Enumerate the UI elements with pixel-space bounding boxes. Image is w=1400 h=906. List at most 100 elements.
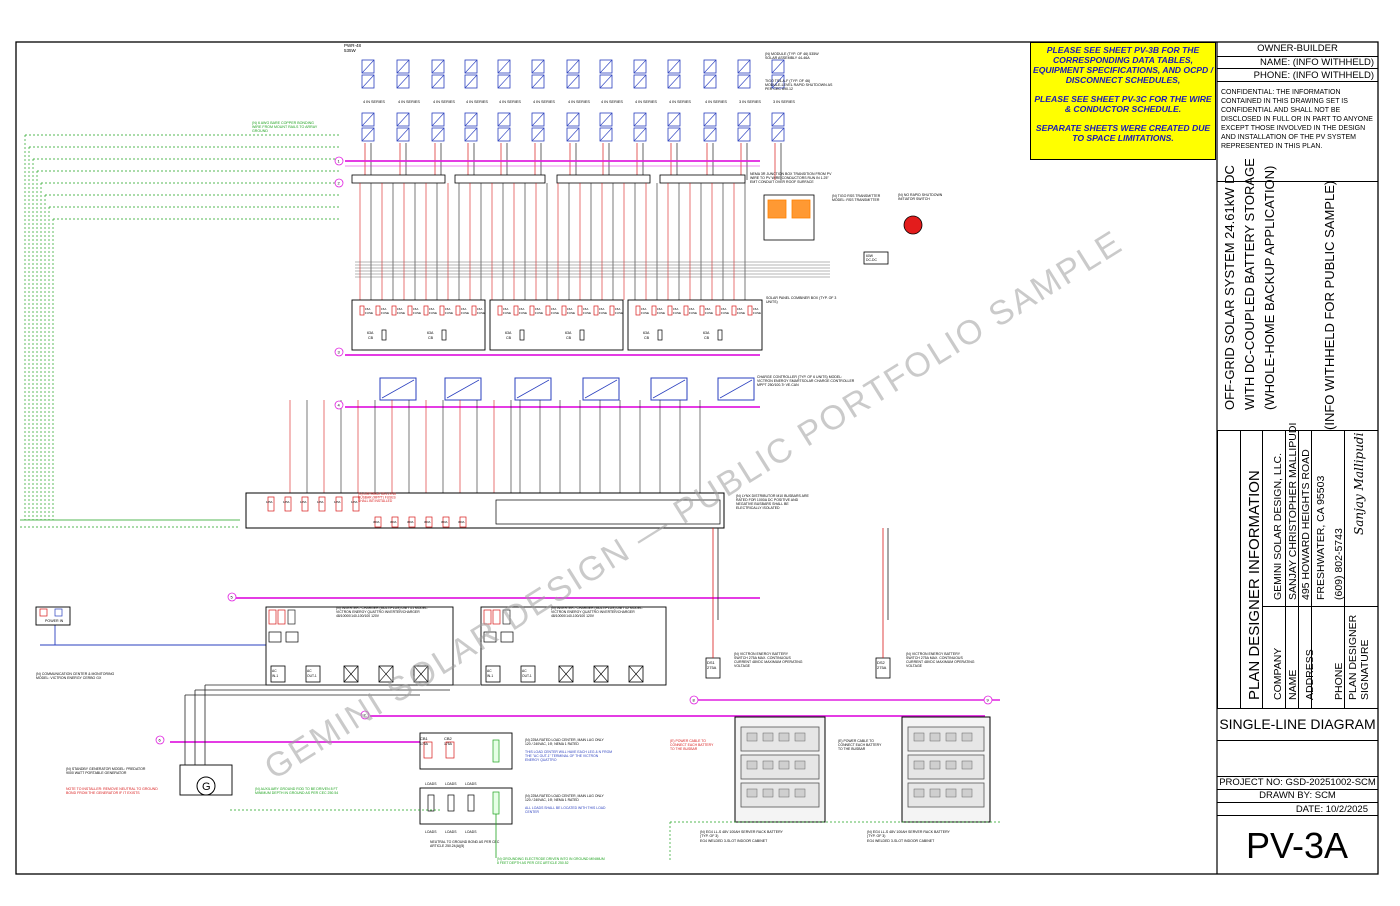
wire-tag-number-4: 4 [338,403,341,408]
breaker-rating: 63A [643,331,650,335]
battery-indicator [961,732,973,742]
pv-module-diag [633,59,647,74]
pv-module-diag [396,127,410,142]
battery-note-2: (N) EG4 LL-S 48V 100AH SERVER RACK BATTE… [867,830,951,838]
combiner-box-3 [627,299,763,351]
note-paragraph-2: PLEASE SEE SHEET PV-3C FOR THE WIRE & CO… [1034,94,1212,114]
phone-value: (609) 802-5743 [1333,528,1345,600]
fuse-label: FUSE [583,311,591,315]
inverter-fuse [442,516,450,528]
pv-module-diag [431,127,445,142]
battery-indicator [913,760,925,770]
dc-dc-label-2: DC-DC [866,258,877,262]
inverter-comm-port [500,631,514,643]
combiner-fuse [545,305,551,316]
sheet-border [15,41,1379,875]
company-label: COMPANY [1272,647,1284,700]
pv-module-diag [531,59,545,74]
combiner-fuse [593,305,599,316]
fuse-rating: 15A [503,307,508,311]
inverter-dc-terminal [502,609,511,625]
battery-indicator [746,788,758,798]
fuse-rating: 15A [753,307,758,311]
wire [343,665,359,683]
pv-module-diag [599,112,613,127]
distributor-fuse [284,496,292,512]
loads-label: LOADS [445,782,457,786]
combiner-fuse [651,305,657,316]
wire-tag-8 [689,695,699,705]
string-label: 4 IN SERIES [568,100,590,104]
inverter-comm-port [483,631,497,643]
cb2-rating: 175A [444,742,453,746]
combiner-fuse [455,305,461,316]
ac-in-label-2: IN-1 [487,674,493,678]
combiner-fuse [731,305,737,316]
fuse-rating: 15A [705,307,710,311]
dc-dc-converter [863,251,889,265]
junction-box [351,174,446,184]
generator-symbol [196,776,216,796]
owner-header: OWNER-BUILDER [1217,42,1378,57]
pv-string-4: 4 IN SERIES [464,59,488,180]
pv-module-diag [737,74,751,89]
pv-module-diag [361,59,375,74]
pv-module-diag [771,59,785,74]
fuse-label: FUSE [413,311,421,315]
grounding-electrode-note: (N) GROUNDING ELECTRODE DRIVEN INTO IN G… [497,857,605,865]
combiner-breaker [381,329,387,341]
pv-module-diag [633,112,647,127]
battery-indicator [945,788,957,798]
battery-switch-1-rating: 275A [707,665,717,670]
cb1-label: CB1 [420,736,429,741]
combiner-box-1 [351,299,486,351]
pv-string-7: 4 IN SERIES [566,59,590,180]
combiner-fuse [577,305,583,316]
battery-indicator [961,788,973,798]
battery-indicator [778,788,790,798]
string-label: 4 IN SERIES [363,100,385,104]
combiner-fuse [715,305,721,316]
combiner-fuse [609,305,615,316]
pv-module-diag [464,59,478,74]
pv-module-diag [361,127,375,142]
combiner-fuse [513,305,519,316]
auxiliary-ground-rod-note: (N) AUXILIARY GROUND ROD TO BE DRIVEN 8 … [255,787,339,795]
wire-tag-6 [155,735,165,745]
fuse-label: FUSE [381,311,389,315]
battery-indicator [762,760,774,770]
pv-module-diag [771,112,785,127]
cerbo-terminal [39,608,48,617]
pv-string-8: 4 IN SERIES [599,59,623,180]
inverter-fuse-rating: 300A [441,520,448,524]
fuse-label: FUSE [365,311,373,315]
address-line-2: FRESHWATER, CA 95503 [1315,475,1327,600]
fuse-label: FUSE [737,311,745,315]
rsd-transmitter-unit [767,199,787,219]
fuse-rating: 15A [381,307,386,311]
fuse-rating: 15A [689,307,694,311]
string-label: 3 IN SERIES [773,100,795,104]
wire [628,665,644,683]
battery-indicator [794,760,806,770]
ac-in-label: AC [487,669,492,673]
ac-out-terminal [305,665,321,683]
inverter-dc-terminal [268,609,277,625]
fuse-rating: 15A [413,307,418,311]
distributor-fuse-rating: 125A [317,500,324,504]
inverter-fuse-rating: 300A [390,520,397,524]
inverter-fuse [391,516,399,528]
combiner-fuse [359,305,365,316]
pv-module-diag [703,112,717,127]
pv-module-label: PWR-48 [344,43,361,48]
breaker-label: CB [368,336,374,340]
breaker-rating: 63A [367,331,374,335]
fuse-rating: 15A [397,307,402,311]
name-value: SANJAY CHRISTOPHER MALLIPUDI [1287,422,1299,600]
